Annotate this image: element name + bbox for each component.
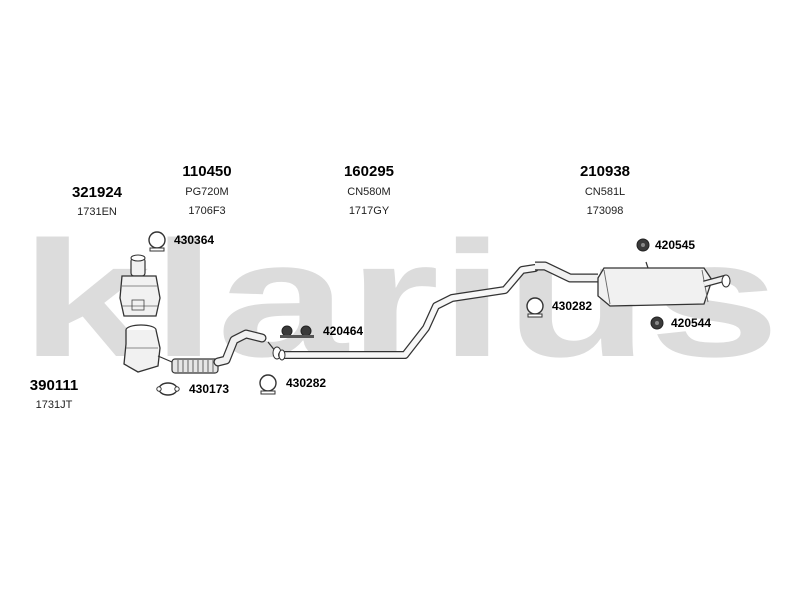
part-number-160295: 160295	[343, 163, 395, 180]
fitting-label-430282: 430282	[286, 376, 327, 390]
part-number-110450: 110450	[182, 163, 232, 180]
catalyst-lower[interactable]	[123, 324, 173, 373]
front-pipe[interactable]	[171, 329, 282, 374]
rear-silencer[interactable]	[535, 261, 731, 307]
part-number-390111: 390111	[29, 377, 79, 394]
part-number-321924: 321924	[71, 184, 123, 201]
middle-pipe[interactable]	[278, 264, 539, 361]
fitting-label-430364: 430364	[174, 233, 215, 247]
part-code-1706F3: 1706F3	[188, 205, 226, 217]
fitting-label-420545: 420545	[655, 238, 696, 252]
fitting-label-430173: 430173	[189, 382, 230, 396]
part-code-CN580M: CN580M	[347, 186, 391, 198]
part-code-1731JT: 1731JT	[35, 399, 73, 411]
rubber-mount-icon[interactable]	[650, 316, 664, 330]
part-number-210938: 210938	[579, 163, 631, 180]
clamp-ring-icon[interactable]	[148, 231, 166, 252]
rubber-mount-icon[interactable]	[636, 238, 650, 252]
flange-gasket-icon[interactable]	[156, 382, 180, 396]
part-code-173098: 173098	[586, 205, 624, 217]
part-code-CN581L: CN581L	[584, 186, 626, 198]
rubber-mount-pair-icon[interactable]	[280, 325, 314, 338]
part-code-PG720M: PG720M	[185, 186, 229, 198]
fitting-label-420544: 420544	[671, 316, 712, 330]
clamp-ring-icon[interactable]	[259, 374, 277, 395]
fitting-label-430282-b: 430282	[552, 299, 593, 313]
part-code-1731EN: 1731EN	[77, 206, 117, 218]
pre-catalyst[interactable]	[119, 254, 161, 317]
clamp-ring-icon[interactable]	[526, 297, 544, 318]
part-code-1717GY: 1717GY	[348, 205, 390, 217]
fitting-label-420464: 420464	[323, 324, 364, 338]
